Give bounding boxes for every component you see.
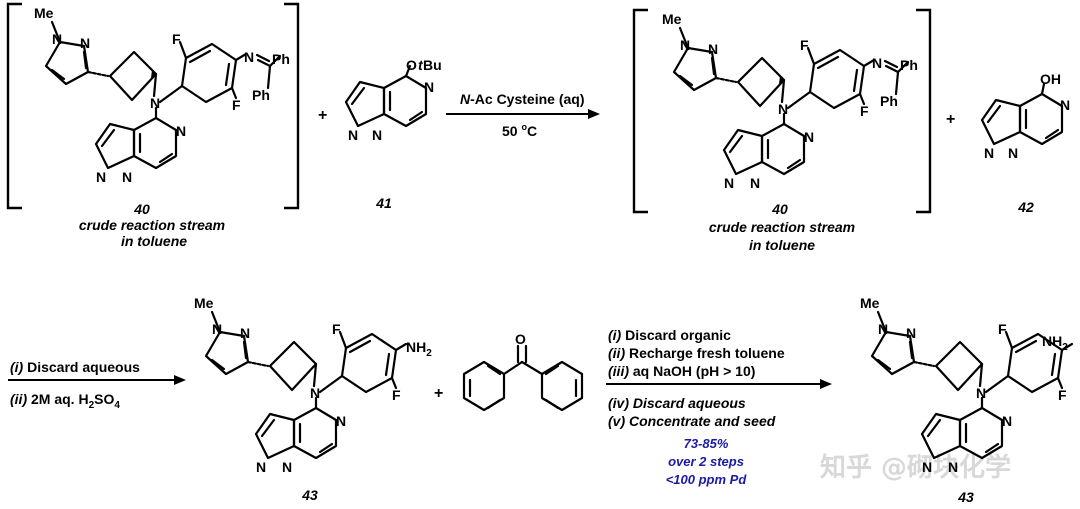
svg-text:NH2: NH2 xyxy=(406,339,432,359)
svg-text:N: N xyxy=(336,413,346,429)
pd-content-text: <100 ppm Pd xyxy=(666,472,748,487)
atom-n: N xyxy=(150,95,160,111)
svg-text:N: N xyxy=(948,459,958,475)
svg-text:NH2: NH2 xyxy=(1042,333,1068,353)
compound-40-caption: crude reaction stream xyxy=(79,217,225,233)
svg-text:F: F xyxy=(392,387,401,403)
plus-sign: + xyxy=(434,385,443,402)
svg-text:Me: Me xyxy=(662,11,682,27)
svg-text:F: F xyxy=(800,37,809,53)
svg-text:Ph: Ph xyxy=(900,57,918,73)
atom-f: F xyxy=(172,31,181,47)
atom-ph: Ph xyxy=(272,51,290,67)
svg-text:F: F xyxy=(1058,387,1067,403)
compound-40-caption: in toluene xyxy=(121,233,187,249)
compound-40-structure: Me N N N F F N Ph Ph N N N xyxy=(34,5,290,185)
atom-ph: Ph xyxy=(252,87,270,103)
svg-text:N: N xyxy=(804,129,814,145)
compound-40-caption: in toluene xyxy=(749,237,815,253)
step3-line4: (iv) Discard aqueous xyxy=(608,395,746,411)
compound-42-number: 42 xyxy=(1017,199,1034,215)
compound-43-number: 43 xyxy=(957,489,974,505)
reaction-arrow-3 xyxy=(606,379,832,389)
atom-f: F xyxy=(232,97,241,113)
compound-41-structure: O t Bu N N N xyxy=(344,57,442,143)
svg-text:N: N xyxy=(424,79,434,95)
reaction-arrow-2 xyxy=(8,375,186,385)
step2-line1: (i) Discard aqueous xyxy=(10,359,140,375)
compound-40-number: 40 xyxy=(771,201,788,217)
atom-n: N xyxy=(52,31,62,47)
yield-text: 73-85% xyxy=(684,436,729,451)
svg-text:N: N xyxy=(906,325,916,341)
svg-text:N: N xyxy=(1002,413,1012,429)
svg-text:N: N xyxy=(708,41,718,57)
bracket-left xyxy=(632,8,648,214)
svg-text:F: F xyxy=(998,321,1007,337)
bracket-right xyxy=(284,2,300,210)
step3-line1: (i) Discard organic xyxy=(608,327,731,343)
svg-text:F: F xyxy=(860,103,869,119)
step3-line5: (v) Concentrate and seed xyxy=(608,413,776,429)
svg-text:OH: OH xyxy=(1040,71,1061,87)
svg-text:N: N xyxy=(750,175,760,191)
compound-40-caption: crude reaction stream xyxy=(709,219,855,235)
bracket-right xyxy=(916,8,932,214)
svg-text:N: N xyxy=(1008,145,1018,161)
reaction-arrow-1 xyxy=(446,109,600,119)
svg-text:O: O xyxy=(406,57,417,73)
svg-text:N: N xyxy=(984,145,994,161)
step3-line2: (ii) Recharge fresh toluene xyxy=(608,345,785,361)
plus-sign: + xyxy=(318,107,327,124)
compound-40-structure: Me N N N F F N Ph Ph N N N xyxy=(662,11,918,191)
svg-text:N: N xyxy=(976,385,986,401)
svg-text:N: N xyxy=(1060,97,1070,113)
step2-line2: (ii) 2M aq. H2SO4 xyxy=(10,391,120,411)
svg-text:N: N xyxy=(872,55,882,71)
svg-text:F: F xyxy=(332,321,341,337)
svg-text:Bu: Bu xyxy=(423,57,442,73)
yield-text: over 2 steps xyxy=(668,454,744,469)
compound-43-structure: Me N N N F F NH2 N N N xyxy=(194,295,432,475)
step1-reagent: N-Ac Cysteine (aq) xyxy=(460,91,584,107)
svg-text:N: N xyxy=(240,325,250,341)
bracket-left xyxy=(6,2,22,210)
compound-43-structure: Me N N N F F NH2 N N N xyxy=(860,295,1074,475)
plus-sign: + xyxy=(946,111,955,128)
atom-n: N xyxy=(96,169,106,185)
atom-n: N xyxy=(80,35,90,51)
svg-text:Me: Me xyxy=(860,295,880,311)
svg-text:N: N xyxy=(212,321,222,337)
svg-text:N: N xyxy=(282,459,292,475)
atom-n: N xyxy=(176,123,186,139)
compound-41-number: 41 xyxy=(375,195,392,211)
svg-text:N: N xyxy=(724,175,734,191)
svg-text:N: N xyxy=(778,101,788,117)
compound-40-number: 40 xyxy=(133,201,150,217)
step3-line3: (iii) aq NaOH (pH > 10) xyxy=(608,363,755,379)
atom-n: N xyxy=(244,49,254,65)
benzophenone-structure: O xyxy=(462,331,584,412)
compound-43-number: 43 xyxy=(301,487,318,503)
atom-n: N xyxy=(122,169,132,185)
atom-me: Me xyxy=(34,5,54,21)
svg-text:Ph: Ph xyxy=(880,93,898,109)
svg-text:N: N xyxy=(922,459,932,475)
svg-text:N: N xyxy=(680,37,690,53)
step1-temperature: 50 oC xyxy=(502,122,537,139)
svg-text:N: N xyxy=(878,321,888,337)
svg-text:N: N xyxy=(372,127,382,143)
svg-text:Me: Me xyxy=(194,295,214,311)
svg-text:O: O xyxy=(515,331,526,347)
svg-text:N: N xyxy=(256,459,266,475)
svg-text:t: t xyxy=(418,57,424,73)
compound-42-structure: OH N N N xyxy=(980,71,1070,161)
svg-text:N: N xyxy=(310,385,320,401)
svg-text:N: N xyxy=(348,127,358,143)
